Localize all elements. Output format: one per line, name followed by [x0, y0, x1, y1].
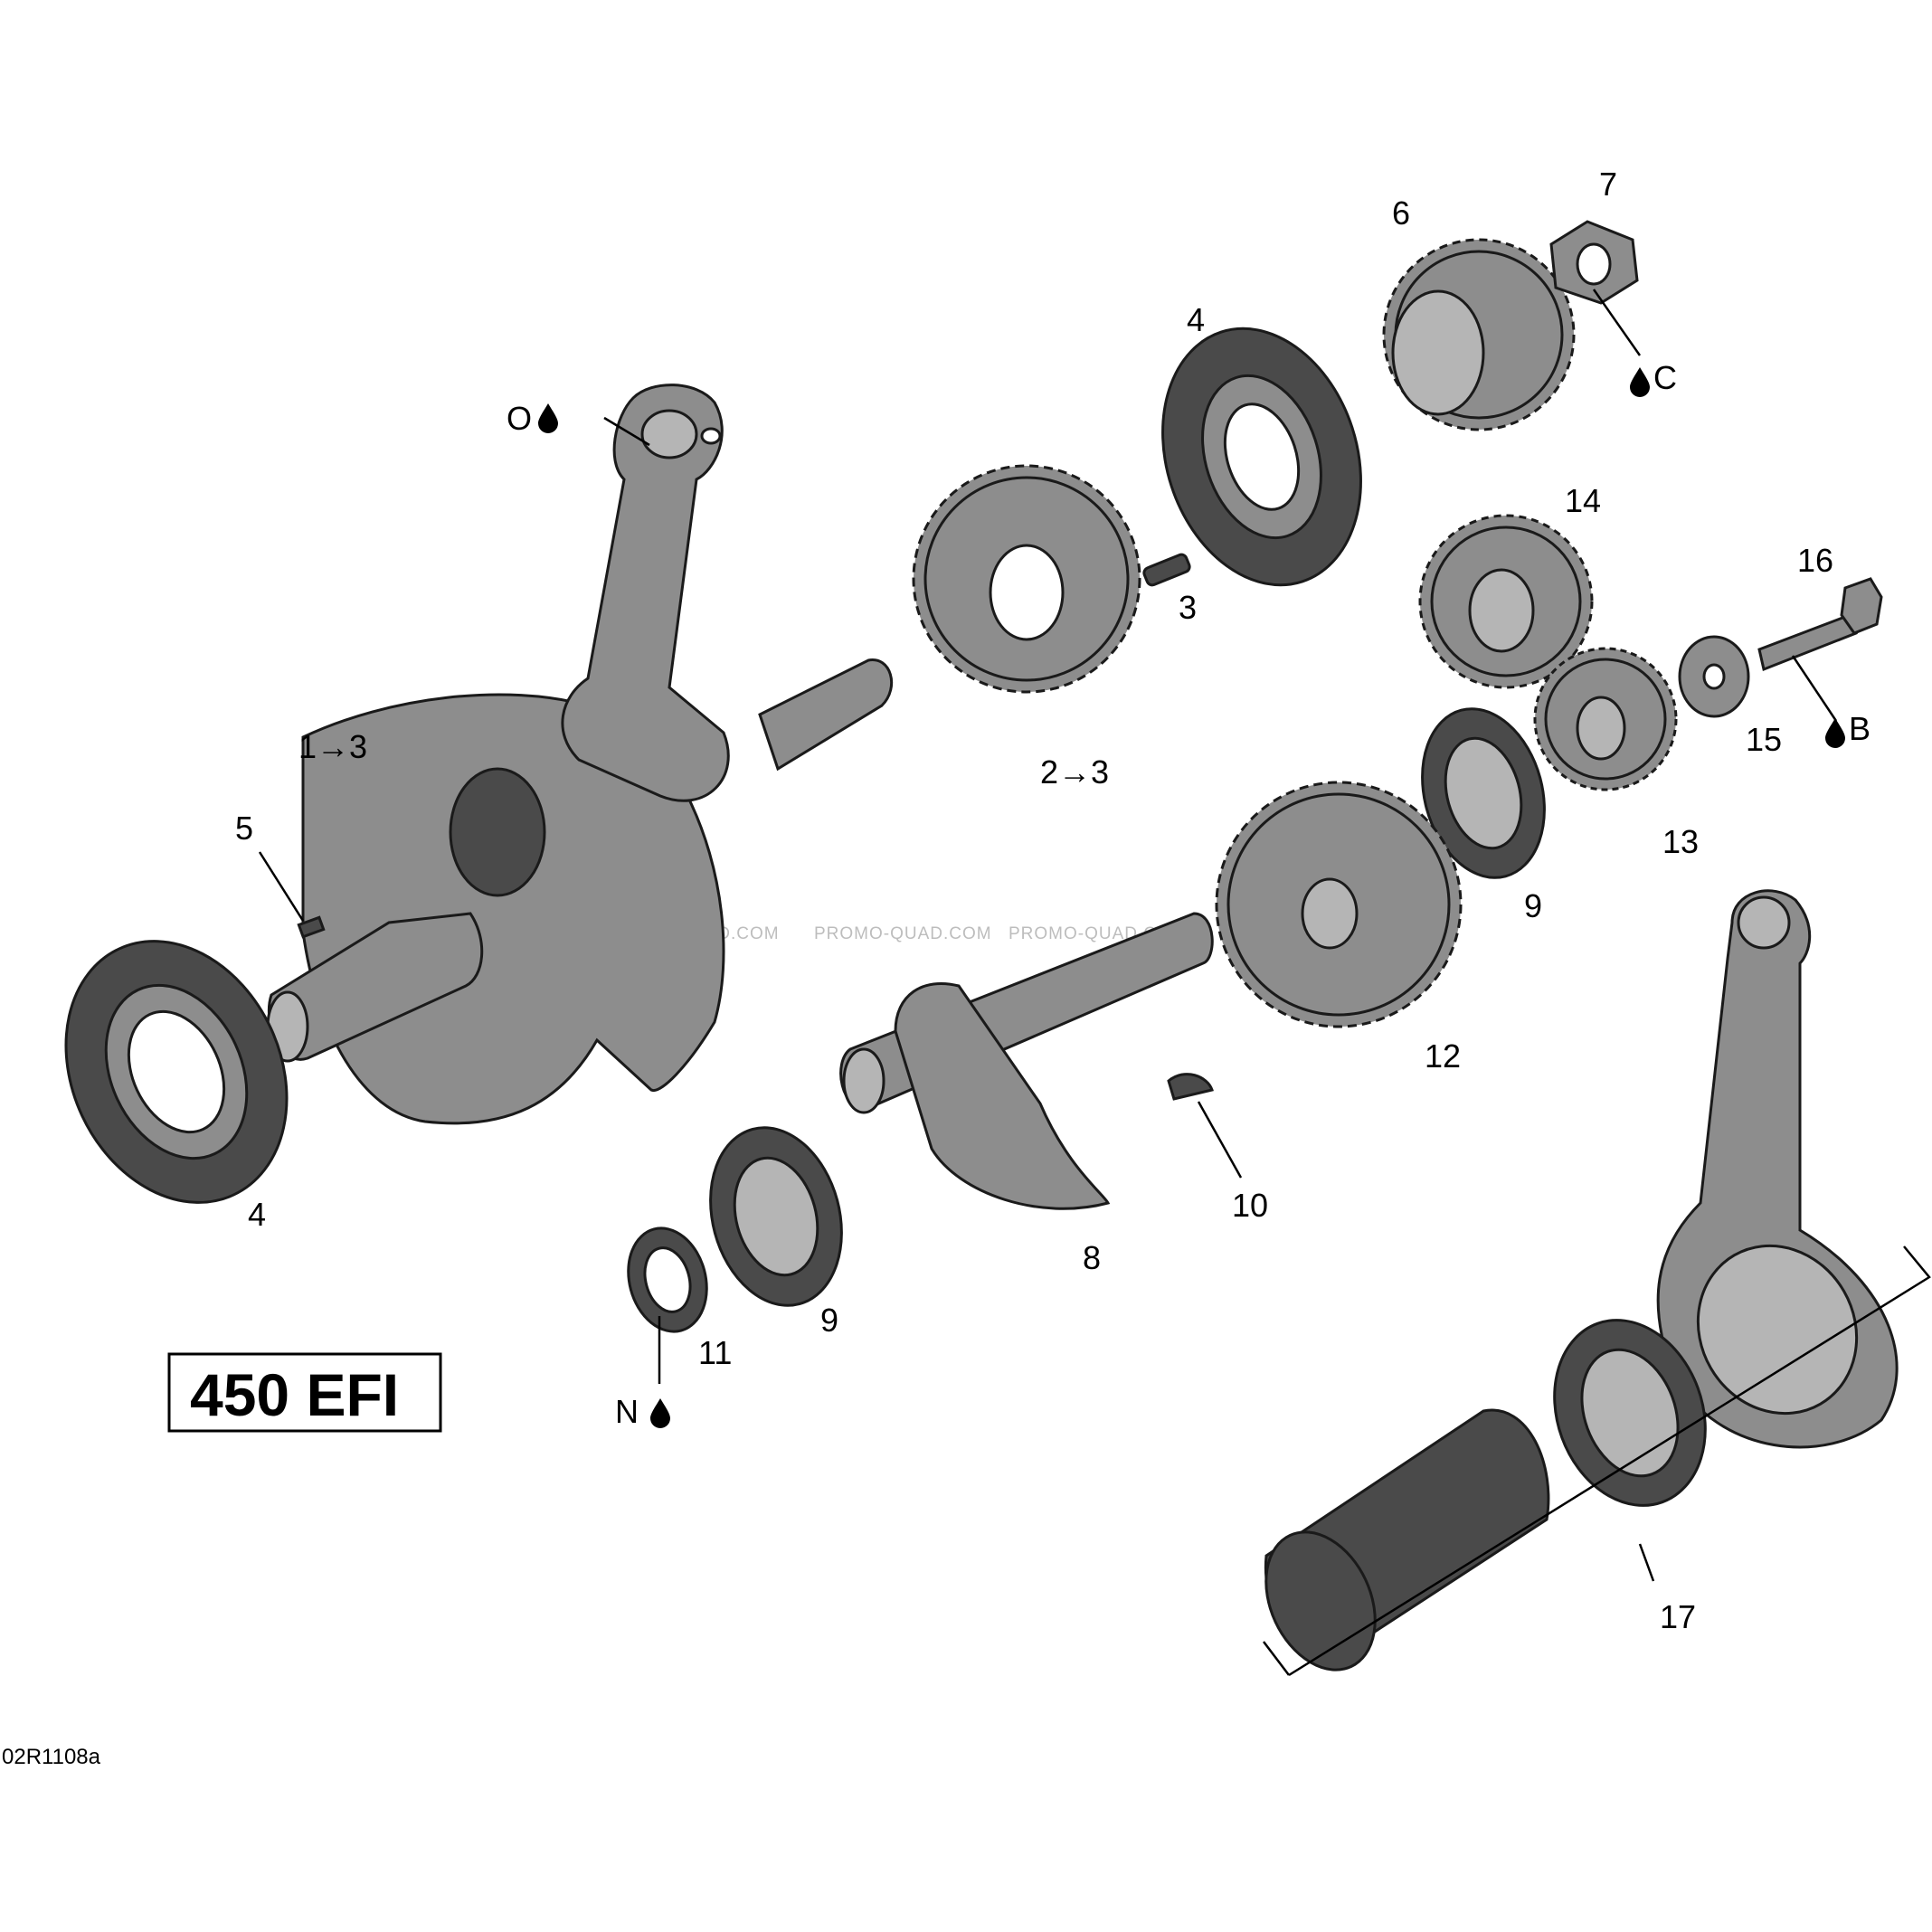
oil-drop-icon: [1630, 367, 1650, 397]
callout-9-lower: 9: [820, 1302, 838, 1339]
connecting-rod: [561, 384, 730, 802]
seal-bore: [643, 1246, 692, 1313]
dowel-pin: [1142, 553, 1191, 587]
oil-drop-icon: [650, 1398, 670, 1428]
crankshaft-counterweight: [301, 693, 725, 1125]
callout-16: 16: [1797, 542, 1833, 579]
callout-11: 11: [698, 1334, 732, 1371]
nut-bore: [1576, 242, 1612, 286]
callout-lube-n: N: [615, 1393, 639, 1430]
callout-lube-c: C: [1653, 359, 1677, 396]
model-label: 450 EFI: [190, 1361, 399, 1428]
small-gear: [1533, 647, 1678, 791]
callout-lube-o: O: [507, 400, 532, 437]
callout-12: 12: [1425, 1037, 1461, 1075]
crank-pin-hole: [449, 767, 546, 897]
idler-gear: [1418, 514, 1594, 689]
balancer-shaft: [839, 912, 1214, 1210]
oil-hole: [700, 427, 722, 445]
bolt-shank: [1757, 613, 1858, 672]
leader-line: [1791, 655, 1838, 722]
leader-line: [1638, 1543, 1655, 1582]
balancer-gear: [1215, 781, 1463, 1028]
oil-drop-icon: [538, 403, 558, 433]
washer-hole: [1702, 663, 1726, 690]
connecting-rod-kit: [1264, 889, 1899, 1672]
bearing-left: [64, 940, 289, 1204]
callout-17: 17: [1660, 1598, 1696, 1635]
ball-bearing-lower: [709, 1126, 843, 1307]
callout-5: 5: [235, 810, 253, 847]
callout-4: 4: [248, 1196, 266, 1233]
callout-15: 15: [1746, 721, 1782, 758]
callout-14: 14: [1565, 482, 1601, 519]
drive-gear: [1382, 238, 1576, 431]
callout-1: 1→3: [298, 728, 367, 765]
leader-line: [1197, 1101, 1243, 1179]
bolt-head: [1840, 577, 1883, 635]
callout-lube-b: B: [1849, 710, 1870, 747]
diagram-code: 02R1108a: [2, 1745, 101, 1769]
crankshaft-assembly: [266, 384, 894, 1125]
leader-line: [1592, 289, 1642, 356]
callout-4-top: 4: [1187, 301, 1205, 338]
leader-line: [603, 416, 650, 447]
leader-line: [258, 851, 305, 922]
woodruff-key: [297, 915, 326, 939]
kit-bracket: [1288, 1245, 1931, 1677]
callout-10: 10: [1232, 1187, 1268, 1224]
watermark-text: PROMO-QUAD.COM: [814, 924, 992, 943]
kit-bracket: [1263, 1641, 1290, 1676]
callout-6: 6: [1392, 194, 1410, 232]
callout-labels: O 1→3 5 4 2→3 3 4 6 7 C 14 16 15 B 13 9 …: [235, 166, 1870, 1635]
callout-2: 2→3: [1040, 753, 1109, 791]
model-label-box: 450 EFI: [167, 1352, 442, 1433]
callout-7: 7: [1599, 166, 1617, 203]
crankshaft-right-journal: [758, 658, 894, 772]
crankshaft-gear: [912, 464, 1141, 694]
bearing-top: [1161, 327, 1362, 587]
half-moon-key: [1167, 1073, 1214, 1101]
callout-3: 3: [1179, 589, 1197, 626]
callout-8: 8: [1083, 1239, 1101, 1276]
callout-13: 13: [1662, 823, 1699, 860]
oil-drop-icon: [1825, 718, 1845, 748]
ball-bearing-upper: [1421, 707, 1546, 879]
callout-9-upper: 9: [1524, 887, 1542, 924]
rod-small-end: [640, 409, 698, 459]
